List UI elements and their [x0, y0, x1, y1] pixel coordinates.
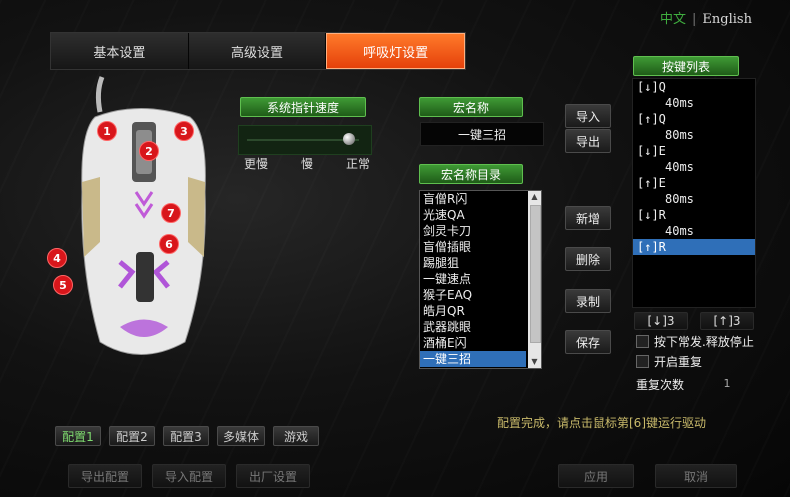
macro-directory-label: 宏名称目录 — [419, 164, 523, 184]
save-macro-button[interactable]: 保存 — [565, 330, 611, 354]
import-config-button[interactable]: 导入配置 — [152, 464, 226, 488]
speed-slider-knob[interactable] — [343, 133, 355, 145]
profile-1-button[interactable]: 配置1 — [55, 426, 101, 446]
list-item[interactable]: 皓月QR — [423, 304, 465, 318]
macro-list-scrollbar[interactable]: ▲ ▼ — [528, 191, 541, 368]
tab-breathing-light-settings[interactable]: 呼吸灯设置 — [326, 33, 466, 69]
key-counts: [↓]3 [↑]3 — [634, 312, 754, 330]
speed-level-slow: 慢 — [300, 157, 313, 171]
new-macro-button[interactable]: 新增 — [565, 206, 611, 230]
key-down-count: [↓]3 — [634, 312, 688, 330]
macro-name-field[interactable]: 一键三招 — [420, 122, 544, 146]
repeat-option[interactable]: 开启重复 — [636, 353, 702, 370]
list-item[interactable]: 剑灵卡刀 — [423, 224, 472, 238]
key-delay-row[interactable]: 80ms — [665, 192, 694, 206]
key-delay-row[interactable]: 40ms — [665, 160, 694, 174]
repeat-count-label: 重复次数 — [636, 378, 685, 392]
profile-3-button[interactable]: 配置3 — [163, 426, 209, 446]
delete-macro-button[interactable]: 删除 — [565, 247, 611, 271]
speed-level-normal: 正常 — [345, 157, 370, 171]
speed-slider-track — [247, 139, 359, 141]
mouse-button-badge-6[interactable]: 6 — [159, 234, 179, 254]
scroll-down-icon[interactable]: ▼ — [531, 357, 538, 366]
mouse-button-badge-3[interactable]: 3 — [174, 121, 194, 141]
mouse-button-badge-7[interactable]: 7 — [161, 203, 181, 223]
lang-chinese[interactable]: 中文 — [660, 12, 687, 27]
list-item[interactable]: 盲僧R闪 — [423, 192, 468, 206]
key-delay-row[interactable]: 80ms — [665, 128, 694, 142]
list-item[interactable]: 踢腿狙 — [423, 256, 460, 270]
key-row[interactable]: [↓]Q — [637, 80, 666, 94]
main-tabs: 基本设置 高级设置 呼吸灯设置 — [50, 32, 466, 70]
repeat-checkbox[interactable] — [636, 355, 649, 368]
profile-tabs: 配置1 配置2 配置3 多媒体 游戏 — [55, 426, 319, 446]
key-row-selected[interactable]: [↑]R — [633, 239, 755, 255]
tab-basic-settings[interactable]: 基本设置 — [51, 33, 189, 69]
key-delay-row[interactable]: 40ms — [665, 224, 694, 238]
repeat-label: 开启重复 — [654, 355, 703, 369]
key-row[interactable]: [↑]Q — [637, 112, 666, 126]
list-item[interactable]: 酒桶E闪 — [423, 336, 467, 350]
key-row[interactable]: [↓]R — [637, 208, 666, 222]
key-list[interactable]: [↓]Q 40ms [↑]Q 80ms [↓]E 40ms [↑]E 80ms … — [632, 78, 756, 308]
list-item[interactable]: 猴子EAQ — [423, 288, 473, 302]
record-macro-button[interactable]: 录制 — [565, 289, 611, 313]
mouse-button-badge-1[interactable]: 1 — [97, 121, 117, 141]
list-item[interactable]: 武器跳眼 — [423, 320, 472, 334]
key-up-count: [↑]3 — [700, 312, 754, 330]
export-button[interactable]: 导出 — [565, 129, 611, 153]
mouse-button-badge-2[interactable]: 2 — [139, 141, 159, 161]
language-switch: 中文 | English — [660, 8, 752, 27]
key-list-label: 按键列表 — [633, 56, 739, 76]
mouse-button-badge-5[interactable]: 5 — [53, 275, 73, 295]
list-item[interactable]: 盲僧插眼 — [423, 240, 472, 254]
scroll-up-icon[interactable]: ▲ — [531, 192, 538, 201]
export-config-button[interactable]: 导出配置 — [68, 464, 142, 488]
cancel-button[interactable]: 取消 — [655, 464, 737, 488]
status-message: 配置完成，请点击鼠标第[6]键运行驱动 — [497, 416, 706, 430]
profile-2-button[interactable]: 配置2 — [109, 426, 155, 446]
macro-name-label: 宏名称 — [419, 97, 523, 117]
list-item[interactable]: 一键速点 — [423, 272, 472, 286]
macro-list-items: 盲僧R闪 光速QA 剑灵卡刀 盲僧插眼 踢腿狙 一键速点 猴子EAQ 皓月QR … — [420, 191, 526, 367]
scroll-thumb[interactable] — [530, 205, 541, 343]
speed-level-labels: 更慢 慢 正常 — [244, 155, 370, 172]
key-row[interactable]: [↑]E — [637, 176, 666, 190]
tab-advanced-settings[interactable]: 高级设置 — [188, 33, 327, 69]
speed-level-slower: 更慢 — [244, 157, 269, 171]
hold-fire-checkbox[interactable] — [636, 335, 649, 348]
apply-button[interactable]: 应用 — [558, 464, 634, 488]
game-profile-button[interactable]: 游戏 — [273, 426, 319, 446]
list-item[interactable]: 光速QA — [423, 208, 465, 222]
lang-separator: | — [692, 12, 697, 27]
speed-slider[interactable] — [238, 125, 372, 155]
mouse-illustration — [81, 76, 206, 355]
factory-settings-button[interactable]: 出厂设置 — [236, 464, 310, 488]
list-item-selected[interactable]: 一键三招 — [420, 351, 526, 367]
key-delay-row[interactable]: 40ms — [665, 96, 694, 110]
macro-directory-list[interactable]: 盲僧R闪 光速QA 剑灵卡刀 盲僧插眼 踢腿狙 一键速点 猴子EAQ 皓月QR … — [419, 190, 542, 369]
hold-fire-label: 按下常发.释放停止 — [654, 335, 754, 349]
hold-fire-option[interactable]: 按下常发.释放停止 — [636, 333, 754, 350]
lang-english[interactable]: English — [702, 12, 752, 27]
key-row[interactable]: [↓]E — [637, 144, 666, 158]
speed-label: 系统指针速度 — [240, 97, 366, 117]
import-button[interactable]: 导入 — [565, 104, 611, 128]
mouse-button-badge-4[interactable]: 4 — [47, 248, 67, 268]
multimedia-profile-button[interactable]: 多媒体 — [217, 426, 265, 446]
repeat-count-input[interactable]: 1 — [723, 376, 731, 390]
